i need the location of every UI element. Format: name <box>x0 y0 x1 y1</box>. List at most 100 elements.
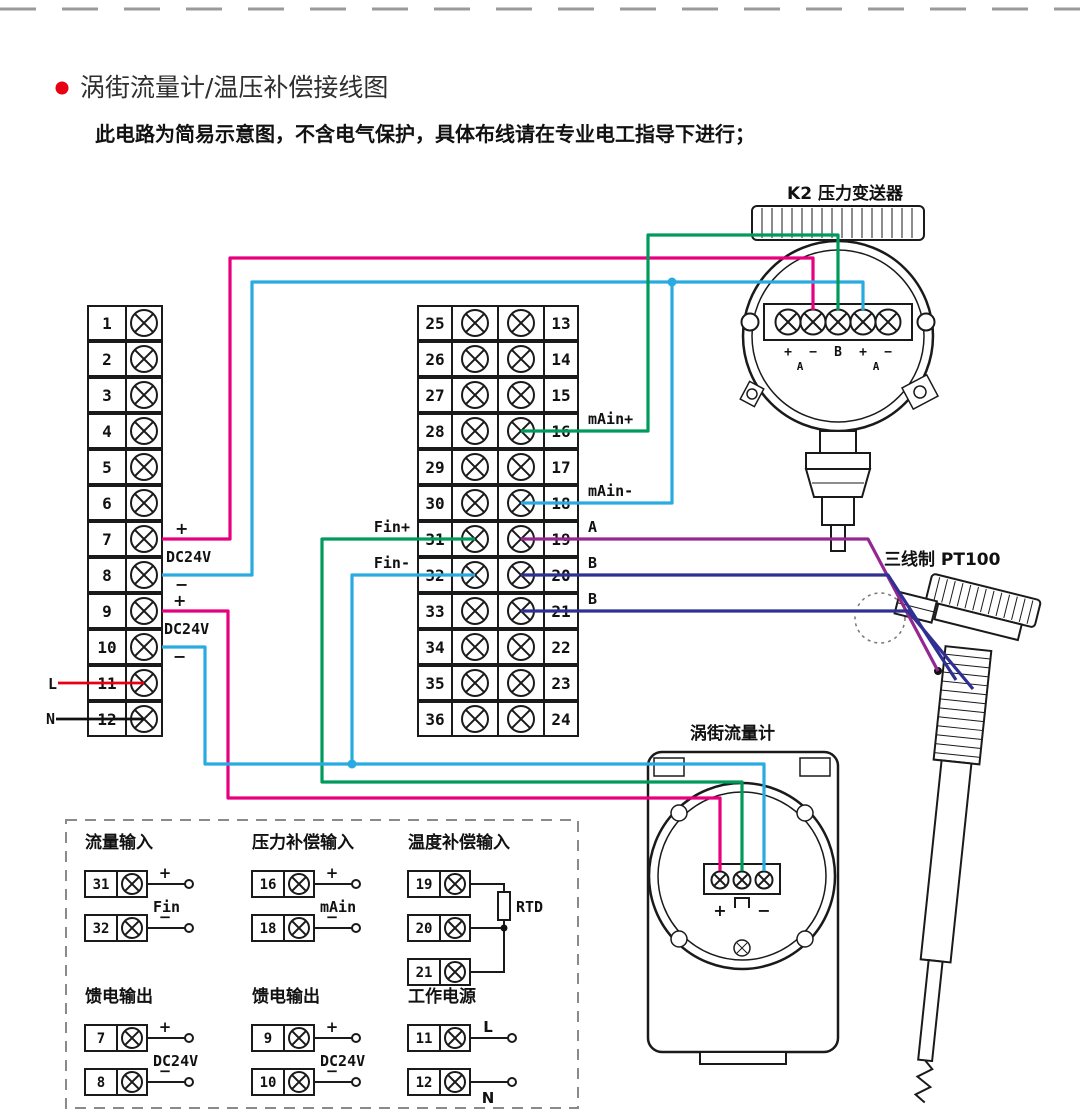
terminal-number: 20 <box>416 921 433 937</box>
screw-terminal-icon <box>507 381 535 409</box>
screw-terminal-icon <box>130 381 158 409</box>
wire-pt100-a <box>521 537 940 672</box>
power-label: + <box>173 591 186 610</box>
flowmeter-bolt-icon <box>670 930 688 948</box>
terminal-label: B <box>834 345 842 360</box>
terminal-number: 13 <box>551 314 570 333</box>
pt100-label: 三线制 PT100 <box>884 549 1001 570</box>
flowmeter-bolt-icon <box>796 930 814 948</box>
wire-junction-dot <box>667 277 677 287</box>
terminal-number: 29 <box>425 458 444 477</box>
terminal-number: 7 <box>102 530 112 549</box>
terminal-number: 16 <box>260 877 277 893</box>
terminal-number: 32 <box>93 921 110 937</box>
transmitter-process-block <box>821 496 855 526</box>
legend-panel-border <box>65 819 579 1109</box>
transmitter-cap-ridges <box>761 208 913 238</box>
screw-terminal-icon <box>288 917 310 939</box>
screw-terminal-icon <box>461 417 489 445</box>
terminal-number: 25 <box>425 314 444 333</box>
terminal-number: 14 <box>551 350 570 369</box>
terminal-number: 10 <box>260 1075 277 1091</box>
signal-label: mAin- <box>588 482 633 500</box>
power-label: + <box>175 519 188 538</box>
left-terminal-row-9: 9 <box>87 593 163 629</box>
left-terminal-row-1: 1 <box>87 305 163 341</box>
terminal-number: 5 <box>102 458 112 477</box>
polarity-label: − <box>326 1062 339 1080</box>
terminal-number: 8 <box>97 1075 105 1091</box>
screw-terminal-icon <box>732 870 752 890</box>
wire-dc24v1-minus-to-transmitter <box>162 280 865 577</box>
screw-terminal-icon <box>461 489 489 517</box>
wires-layer <box>56 233 975 871</box>
screw-terminal-icon <box>824 308 852 336</box>
terminal-number: 6 <box>102 494 112 513</box>
power-label: − <box>173 647 186 666</box>
screw-terminal-icon <box>461 633 489 661</box>
terminal-number: 1 <box>102 314 112 333</box>
wire-transmitter-to-main-plus <box>521 233 840 433</box>
screw-terminal-icon <box>288 1027 310 1049</box>
page-subtitle: 此电路为简易示意图，不含电气保护，具体布线请在专业电工指导下进行； <box>95 122 755 146</box>
screw-terminal-icon <box>507 309 535 337</box>
screw-terminal-icon <box>444 961 466 983</box>
signal-label: Fin <box>153 898 180 916</box>
terminal-number: 21 <box>416 965 433 981</box>
terminal-number: 7 <box>97 1031 105 1047</box>
polarity-label: + <box>326 1018 339 1036</box>
screw-terminal-icon <box>444 1027 466 1049</box>
screw-terminal-icon <box>507 633 535 661</box>
terminal-eyelet-icon <box>916 312 936 332</box>
power-label: DC24V <box>166 548 211 566</box>
polarity-label: L <box>483 1018 493 1036</box>
screw-terminal-icon <box>507 453 535 481</box>
screw-terminal-icon <box>444 873 466 895</box>
wire-pt100-b2 <box>521 609 975 691</box>
terminal-label: + <box>713 901 726 920</box>
neutral-label: N <box>46 710 55 728</box>
screw-terminal-icon <box>130 561 158 589</box>
vortex-flowmeter: 涡街流量计 + − <box>646 723 840 1065</box>
screw-terminal-icon <box>130 633 158 661</box>
terminal-number: 8 <box>102 566 112 585</box>
wire-junction-dot <box>347 759 357 769</box>
pulse-symbol <box>734 897 750 908</box>
pt100-probe <box>913 645 993 1104</box>
terminal-number: 12 <box>416 1075 433 1091</box>
power-label: DC24V <box>164 620 209 638</box>
pt100-hidden-outline <box>854 592 906 644</box>
terminal-number: 31 <box>93 877 110 893</box>
screw-terminal-icon <box>461 345 489 373</box>
rtd-resistor <box>497 891 511 921</box>
legend-title: 压力补偿输入 <box>252 832 354 853</box>
left-terminal-row-7: 7 <box>87 521 163 557</box>
terminal-label: − <box>757 901 770 920</box>
screw-terminal-icon <box>130 345 158 373</box>
terminal-number: 24 <box>551 710 570 729</box>
polarity-label: + <box>326 864 339 882</box>
terminal-number: 11 <box>416 1031 433 1047</box>
screw-terminal-icon <box>799 308 827 336</box>
screw-terminal-icon <box>461 453 489 481</box>
signal-label: Fin- <box>374 554 410 572</box>
legend-title: 流量输入 <box>85 832 153 853</box>
terminal-number: 33 <box>425 602 444 621</box>
page-title: 涡街流量计/温压补偿接线图 <box>80 73 388 102</box>
pt100-element-coil <box>913 1059 934 1104</box>
screw-cross <box>736 942 748 954</box>
wire-dc24v2-plus-to-flowmeter <box>162 609 722 871</box>
polarity-label: + <box>159 864 172 882</box>
terminal-number: 36 <box>425 710 444 729</box>
flowmeter-conduit-boss <box>653 757 685 777</box>
screw-terminal-icon <box>121 873 143 895</box>
polarity-label: + <box>159 1018 172 1036</box>
screw-terminal-icon <box>461 597 489 625</box>
signal-label: Fin+ <box>374 518 410 536</box>
wire-pt100-b1 <box>521 573 958 681</box>
